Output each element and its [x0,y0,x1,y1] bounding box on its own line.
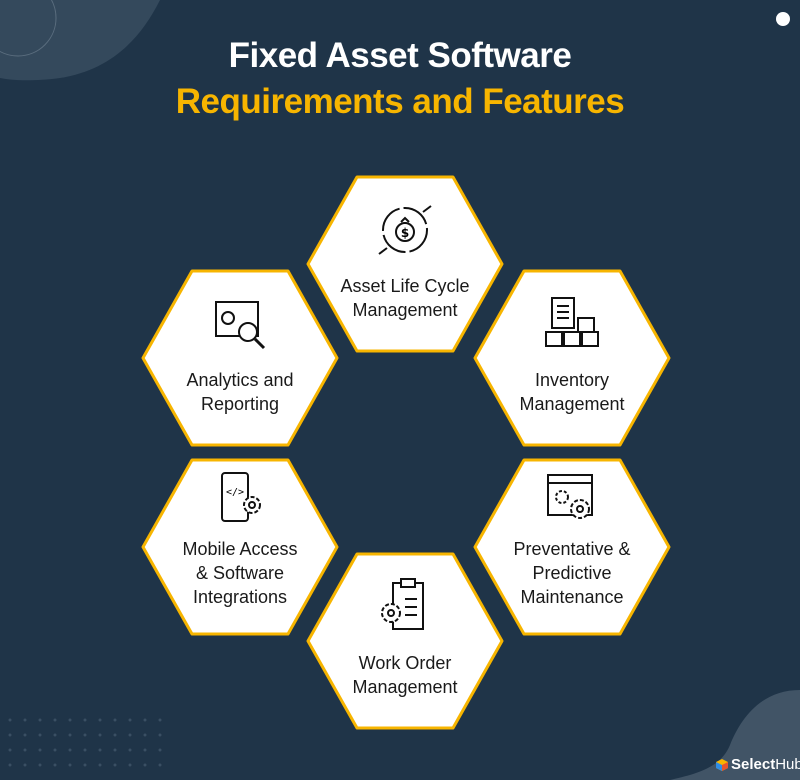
title-line-2: Requirements and Features [175,82,625,121]
feature-label-line: Management [352,300,458,320]
brand-name-part2: Hub [775,756,800,773]
selecthub-logo-icon [716,758,728,771]
clipboard-boxes-icon [545,297,599,347]
svg-text:$: $ [401,226,409,240]
feature-label-line: & Software [195,563,285,583]
hexagon-shape [306,552,504,730]
feature-label-line: Management [352,677,458,697]
feature-label-line: Integrations [192,587,288,607]
selecthub-logo: SelectHub [716,756,800,773]
feature-label-line: Predictive [532,563,612,583]
hexagon-shape [473,269,671,447]
hexagon-shape [141,269,339,447]
feature-label-line: Management [519,394,625,414]
browser-gears-icon [547,474,593,519]
money-bag-cycle-icon: $ [378,205,432,255]
svg-text:</>: </> [226,487,244,498]
hexagon-shape [141,458,339,636]
analytics-magnifier-icon [215,301,266,350]
feature-label-line: Reporting [200,394,280,414]
hexagon-shape [306,175,504,353]
share-icon[interactable] [776,12,790,26]
feature-label-line: Asset Life Cycle [340,276,470,296]
feature-label-line: Inventory [534,370,610,390]
feature-label-line: Preventative & [513,539,631,559]
feature-label-line: Mobile Access [182,539,298,559]
mobile-code-gear-icon: </> [221,472,261,522]
hexagon-shape [473,458,671,636]
clipboard-gear-icon [381,578,424,630]
feature-label-line: Analytics and [186,370,294,390]
brand-name-part1: Select [731,756,776,773]
title-line-1: Fixed Asset Software [228,36,572,75]
feature-label-line: Work Order [358,653,452,673]
feature-label-line: Maintenance [520,587,624,607]
